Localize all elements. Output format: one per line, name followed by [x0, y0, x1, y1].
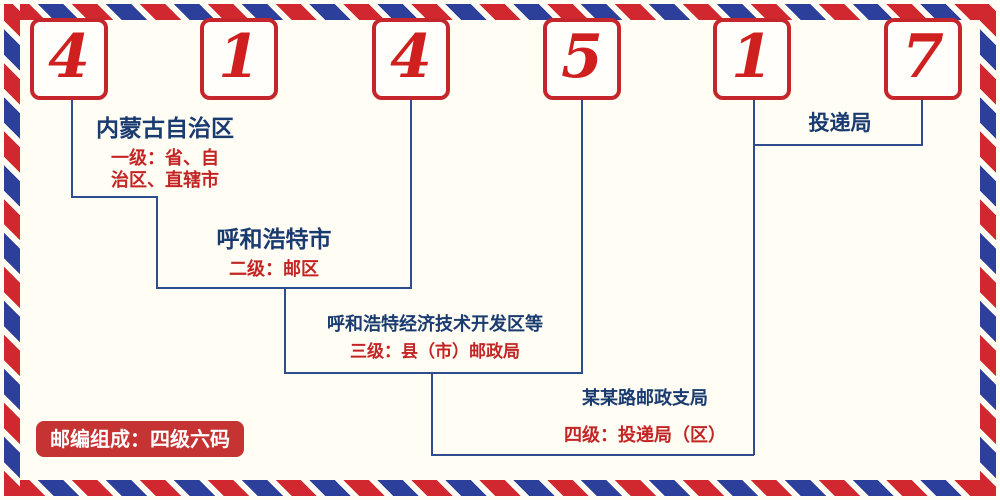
level1-description-line2: 治区、直辖市 — [111, 170, 219, 192]
postal-code-composition-badge: 邮编组成：四级六码 — [36, 421, 244, 457]
level3-description: 三级：县（市）邮政局 — [305, 342, 565, 363]
airmail-border-left — [4, 4, 20, 496]
level2-description-line1: 二级：邮区 — [229, 258, 319, 280]
postal-digit-4: 5 — [561, 22, 603, 92]
level4-description: 四级：投递局（区） — [535, 425, 755, 448]
level1-description: 一级：省、自 治区、直辖市 — [75, 148, 255, 193]
digit-box-2: 1 — [200, 18, 278, 100]
level3-label: 呼和浩特经济技术开发区等 三级：县（市）邮政局 — [305, 314, 565, 363]
level3-description-line1: 三级：县（市）邮政局 — [350, 341, 520, 362]
level2-city-name: 呼和浩特市 — [216, 227, 332, 253]
level3-district-name: 呼和浩特经济技术开发区等 — [327, 314, 543, 335]
postal-digit-1: 4 — [48, 22, 90, 92]
digit-box-6: 7 — [884, 18, 962, 100]
postal-digit-6: 7 — [902, 22, 944, 92]
digit-box-1: 4 — [30, 18, 108, 100]
postal-digit-3: 4 — [390, 22, 432, 92]
level4-description-line1: 四级：投递局（区） — [564, 424, 726, 446]
delivery-office-name: 投递局 — [808, 111, 872, 135]
airmail-border-bottom — [20, 480, 980, 496]
digit-box-4: 5 — [543, 18, 621, 100]
airmail-border-right — [980, 4, 996, 496]
level2-label: 呼和浩特市 二级：邮区 — [184, 226, 364, 281]
level2-description: 二级：邮区 — [184, 259, 364, 282]
level1-label: 内蒙古自治区 一级：省、自 治区、直辖市 — [75, 115, 255, 193]
level1-region-name: 内蒙古自治区 — [96, 116, 234, 142]
level4-branch-name: 某某路邮政支局 — [582, 388, 708, 409]
postal-digit-2: 1 — [218, 22, 260, 92]
digit-box-3: 4 — [372, 18, 450, 100]
level1-description-line1: 一级：省、自 — [111, 147, 219, 169]
digit-box-5: 1 — [713, 18, 791, 100]
delivery-office-label: 投递局 — [770, 110, 910, 136]
airmail-border-top — [20, 4, 980, 20]
level4-label: 某某路邮政支局 四级：投递局（区） — [535, 388, 755, 447]
postal-digit-5: 1 — [731, 22, 773, 92]
